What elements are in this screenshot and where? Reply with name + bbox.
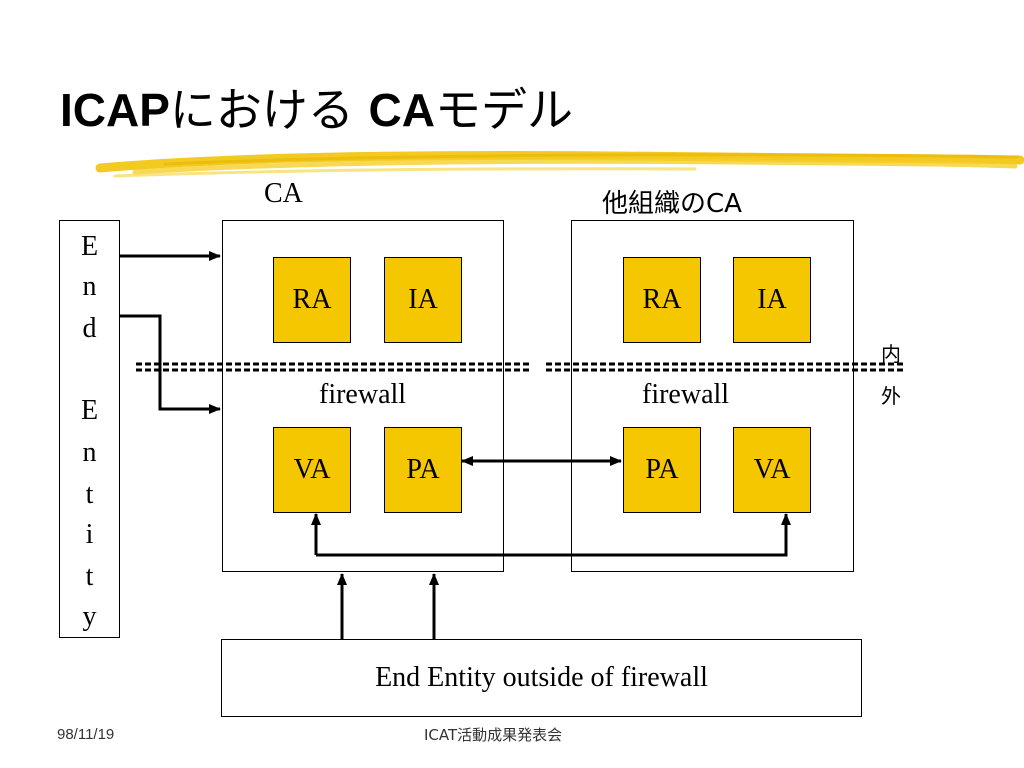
other-ca-box: RA IA firewall PA VA bbox=[571, 220, 854, 572]
ra-component: RA bbox=[623, 257, 701, 343]
firewall-label: firewall bbox=[642, 379, 730, 410]
ca-box: RA IA firewall VA PA bbox=[222, 220, 504, 572]
title-ca: CA bbox=[368, 84, 435, 136]
arrow-icon bbox=[120, 314, 221, 414]
arrow-icon bbox=[316, 513, 791, 557]
pa-component: PA bbox=[384, 427, 462, 513]
outside-label: 外 bbox=[881, 384, 901, 408]
end-entity-letter: y bbox=[82, 601, 97, 632]
va-component: VA bbox=[733, 427, 811, 513]
end-entity-box: E n d E n t i t y bbox=[59, 220, 120, 638]
end-entity-letter: n bbox=[82, 271, 97, 302]
end-entity-letter: E bbox=[80, 231, 99, 262]
end-entity-letter: t bbox=[85, 561, 94, 592]
end-entity-letter: E bbox=[80, 395, 99, 426]
end-entity-letter: t bbox=[85, 479, 94, 510]
pa-component: PA bbox=[623, 427, 701, 513]
ca-label: CA bbox=[264, 178, 303, 209]
other-ca-label: 他組織のCA bbox=[602, 189, 742, 219]
outside-end-entity-label: End Entity outside of firewall bbox=[375, 662, 708, 693]
end-entity-letter: n bbox=[82, 437, 97, 468]
ia-component: IA bbox=[384, 257, 462, 343]
outside-end-entity-box: End Entity outside of firewall bbox=[221, 639, 862, 717]
page-title: ICAPにおける CAモデル bbox=[60, 82, 573, 138]
brush-underline-decoration bbox=[95, 151, 1024, 178]
title-mid: における bbox=[169, 83, 369, 137]
footer-date: 98/11/19 bbox=[57, 726, 115, 743]
title-icap: ICAP bbox=[60, 84, 170, 136]
ra-component: RA bbox=[273, 257, 351, 343]
title-model: モデル bbox=[434, 83, 573, 137]
inside-label: 内 bbox=[881, 342, 901, 366]
va-component: VA bbox=[273, 427, 351, 513]
end-entity-letter: d bbox=[82, 313, 97, 344]
ia-component: IA bbox=[733, 257, 811, 343]
footer-event: ICAT活動成果発表会 bbox=[424, 726, 563, 744]
end-entity-letter: i bbox=[85, 519, 94, 550]
dashed-firewall-line bbox=[136, 362, 904, 372]
firewall-label: firewall bbox=[319, 379, 407, 410]
